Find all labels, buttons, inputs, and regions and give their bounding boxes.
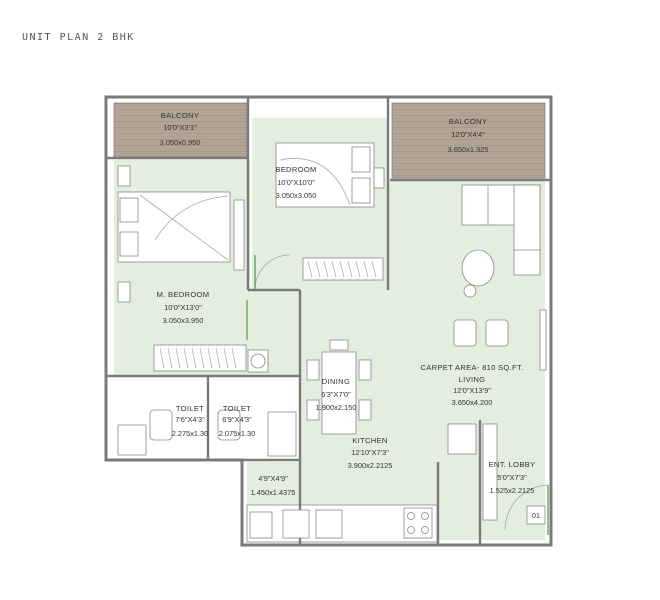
dining-table: [321, 351, 357, 435]
shower-left: [117, 424, 147, 456]
balconies: [113, 102, 546, 179]
dining-chair-1: [306, 359, 320, 381]
door-tag: 01: [526, 505, 546, 525]
dining-title: DINING: [322, 377, 350, 386]
dining-chair-top: [329, 339, 349, 351]
balcony-left-title: BALCONY: [161, 111, 199, 120]
page-title: UNIT PLAN 2 BHK: [22, 32, 135, 43]
dining-dim-m: 1.900x2.150: [316, 403, 357, 412]
kitchen-title: KITCHEN: [352, 436, 387, 445]
washbasin-bowl: [250, 353, 266, 369]
side-stool: [463, 284, 477, 298]
dining-chair-3: [358, 359, 372, 381]
hob-burners: [407, 512, 429, 534]
master-bedroom-title: M. BEDROOM: [157, 290, 210, 299]
kitchen-sink-utility: [249, 511, 273, 539]
kitchen-dim-m: 3.900x2.2125: [348, 461, 393, 470]
bedroom-title: BEDROOM: [275, 165, 316, 174]
wc-right: [217, 409, 241, 441]
wardrobe-master: [233, 199, 245, 271]
balcony-left-deck: [113, 102, 248, 158]
nightstand-master-bottom: [117, 281, 131, 303]
armchair-left: [453, 319, 477, 347]
toilet-right-dim-m: 2.075x1.30: [219, 429, 256, 438]
master-bedroom-dim-ft: 10'0"X13'0": [164, 303, 202, 312]
balcony-right-deck: [391, 102, 546, 179]
wardrobe-bedroom: [302, 257, 384, 281]
toilet-left-dim-ft: 7'6"X4'3": [175, 415, 205, 424]
kitchen-sink-2: [315, 509, 343, 539]
wardrobe-bedroom-hangers: [307, 260, 377, 278]
balcony-right-title: BALCONY: [449, 117, 487, 126]
toilet-left-dim-m: 2.275x1.30: [172, 429, 209, 438]
balcony-left-dim-ft: 10'0"X3'1": [163, 123, 197, 132]
door-entrance-swing: [504, 484, 549, 531]
interior-walls: [106, 97, 551, 545]
coffee-table: [461, 249, 495, 287]
living-dim-ft: 12'0"X13'9": [453, 386, 491, 395]
bed-master: [117, 191, 231, 263]
bedroom-dim-m: 3.050x3.050: [276, 191, 317, 200]
entrance-lobby-title: ENT. LOBBY: [489, 460, 536, 469]
bed-bedroom: [275, 142, 375, 208]
carpet-area-label: CARPET AREA- 810 SQ.FT.: [421, 363, 524, 372]
master-bedroom-dim-m: 3.050x3.950: [163, 316, 204, 325]
armchair-right: [485, 319, 509, 347]
balcony-left-dim-m: 3.050x0.950: [160, 138, 201, 147]
wc-left: [149, 409, 173, 441]
shower-right: [267, 411, 297, 457]
dining-chair-4: [358, 399, 372, 421]
kitchen-dim-ft: 12'10"X7'3": [351, 448, 389, 457]
utility-dim-m: 1.450x1.4375: [251, 488, 296, 497]
nightstand-master-top: [117, 165, 131, 187]
toilet-right-title: TOILET: [223, 404, 251, 413]
entrance-lobby-dim-m: 1.525x2.2125: [490, 486, 535, 495]
living-dim-m: 3.650x4.200: [452, 398, 493, 407]
dining-chair-2: [306, 399, 320, 421]
dining-dim-ft: 6'3"X7'0": [321, 390, 351, 399]
wardrobe-master-long: [153, 344, 247, 372]
fridge: [447, 423, 477, 455]
utility-dim-ft: 4'9"X4'9": [258, 474, 288, 483]
door-tag-label: 01: [532, 511, 540, 520]
balcony-right-dim-ft: 12'0"X4'4": [451, 130, 485, 139]
balcony-right-dim-m: 3.650x1.325: [448, 145, 489, 154]
living-title: LIVING: [459, 375, 486, 384]
tv-unit: [539, 309, 547, 371]
sofa: [461, 184, 541, 276]
toilet-left-title: TOILET: [176, 404, 204, 413]
bedroom-dim-ft: 10'0"X10'0": [277, 178, 315, 187]
shoe-rack: [482, 423, 498, 521]
doors: [246, 254, 549, 535]
kitchen-hob: [403, 507, 433, 539]
toilet-right-dim-ft: 6'9"X4'3": [222, 415, 252, 424]
entrance-lobby-dim-ft: 5'0"X7'3": [497, 473, 527, 482]
room-labels: BALCONY 10'0"X3'1" 3.050x0.950 BEDROOM 1…: [157, 111, 536, 497]
kitchen-sink-1: [282, 509, 310, 539]
furniture: [117, 142, 547, 539]
nightstand-bedroom: [373, 167, 385, 189]
wardrobe-master-hangers: [159, 347, 237, 369]
